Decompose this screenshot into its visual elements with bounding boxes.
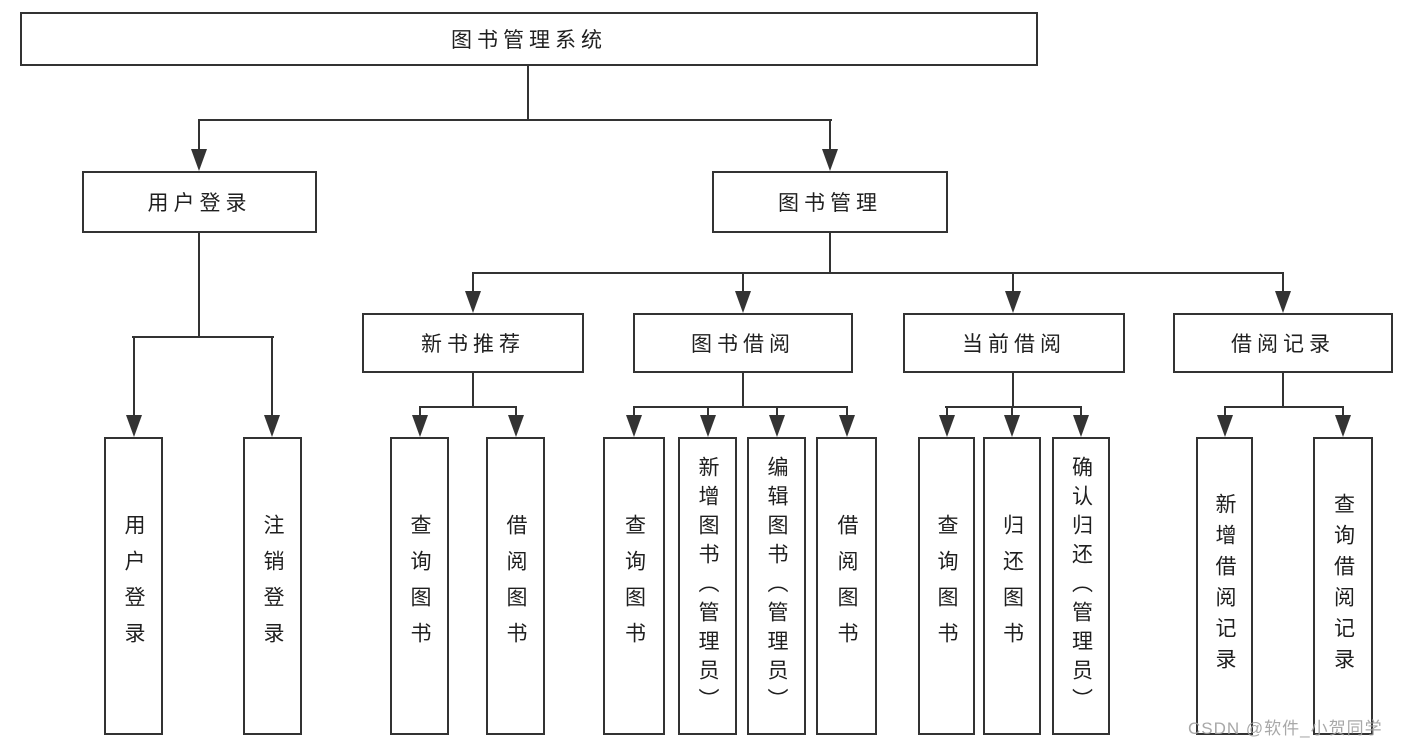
leaf-borrow-books-label: 借阅图书 <box>835 514 858 658</box>
connector-new-book-stub <box>472 373 474 407</box>
leaf-borrow-books-rec: 借阅图书 <box>486 437 545 735</box>
leaf-query-books-current-label: 查询图书 <box>935 514 958 658</box>
arrowhead-leaf <box>412 415 428 437</box>
node-user-login: 用户登录 <box>82 171 317 233</box>
arrowhead-new-book <box>465 291 481 313</box>
arrowhead-leaf <box>1217 415 1233 437</box>
arrowhead-leaf <box>508 415 524 437</box>
leaf-query-books-current: 查询图书 <box>918 437 975 735</box>
connector-user-login-drop <box>198 119 200 151</box>
leaf-query-books-label: 查询图书 <box>622 514 646 658</box>
arrowhead-leaf <box>626 415 642 437</box>
leaf-logout: 注销登录 <box>243 437 302 735</box>
leaf-logout-label: 注销登录 <box>261 514 284 658</box>
arrowhead-leaf <box>769 415 785 437</box>
connector-current-borrow-stub <box>1012 373 1014 407</box>
connector-leaf-logout-drop <box>271 336 273 417</box>
connector-leaf-drop <box>946 406 948 418</box>
connector-leaf-drop <box>1224 406 1226 418</box>
node-book-borrow-label: 图书借阅 <box>691 333 795 356</box>
connector-leaf-login-drop <box>133 336 135 417</box>
arrowhead-leaf <box>700 415 716 437</box>
arrowhead-user-login <box>191 149 207 171</box>
arrowhead-book-borrow <box>735 291 751 313</box>
leaf-confirm-return-admin-label: 确认归还（管理员） <box>1069 455 1093 717</box>
leaf-edit-books-admin-label: 编辑图书（管理员） <box>765 455 788 717</box>
connector-current-borrow-drop <box>1012 272 1014 293</box>
connector-book-borrow-drop <box>742 272 744 293</box>
node-user-login-label: 用户登录 <box>147 192 252 215</box>
connector-book-borrow-hline <box>633 406 848 408</box>
connector-new-book-hline <box>419 406 517 408</box>
leaf-user-login-label: 用户登录 <box>122 514 145 658</box>
leaf-borrow-books: 借阅图书 <box>816 437 877 735</box>
connector-level3-hline <box>472 272 1284 274</box>
connector-leaf-drop <box>1011 406 1013 418</box>
connector-user-login-stub <box>198 233 200 338</box>
arrowhead-book-mgmt <box>822 149 838 171</box>
arrowhead-leaf <box>939 415 955 437</box>
arrowhead-leaf-logout <box>264 415 280 437</box>
leaf-return-books: 归还图书 <box>983 437 1041 735</box>
leaf-add-books-admin: 新增图书（管理员） <box>678 437 737 735</box>
arrowhead-borrow-records <box>1275 291 1291 313</box>
arrowhead-leaf <box>1073 415 1089 437</box>
connector-leaf-drop <box>846 406 848 418</box>
leaf-add-borrow-record-label: 新增借阅记录 <box>1213 493 1236 679</box>
connector-level2-hline <box>198 119 832 121</box>
arrowhead-current-borrow <box>1005 291 1021 313</box>
node-book-mgmt-label: 图书管理 <box>778 192 882 215</box>
connector-leaf-drop <box>1342 406 1344 418</box>
connector-leaf-drop <box>707 406 709 418</box>
connector-current-borrow-hline <box>945 406 1082 408</box>
connector-leaf-drop <box>776 406 778 418</box>
node-borrow-records: 借阅记录 <box>1173 313 1393 373</box>
node-root-label: 图书管理系统 <box>451 29 607 52</box>
node-book-mgmt: 图书管理 <box>712 171 948 233</box>
leaf-add-borrow-record: 新增借阅记录 <box>1196 437 1253 735</box>
node-new-book-rec: 新书推荐 <box>362 313 584 373</box>
leaf-confirm-return-admin: 确认归还（管理员） <box>1052 437 1110 735</box>
connector-root-stub <box>527 66 529 120</box>
leaf-edit-books-admin: 编辑图书（管理员） <box>747 437 806 735</box>
connector-book-mgmt-stub <box>829 233 831 274</box>
connector-borrow-records-drop <box>1282 272 1284 293</box>
connector-leaf-drop <box>633 406 635 418</box>
leaf-return-books-label: 归还图书 <box>1000 514 1024 658</box>
connector-book-mgmt-drop <box>829 119 831 151</box>
arrowhead-leaf <box>839 415 855 437</box>
leaf-query-borrow-record: 查询借阅记录 <box>1313 437 1373 735</box>
leaf-query-books-rec-label: 查询图书 <box>408 514 431 658</box>
leaf-query-books: 查询图书 <box>603 437 665 735</box>
leaf-add-books-admin-label: 新增图书（管理员） <box>696 455 719 717</box>
connector-leaf-drop <box>419 406 421 418</box>
arrowhead-leaf <box>1004 415 1020 437</box>
node-root: 图书管理系统 <box>20 12 1038 66</box>
leaf-user-login: 用户登录 <box>104 437 163 735</box>
node-book-borrow: 图书借阅 <box>633 313 853 373</box>
csdn-watermark: CSDN @软件_小贺同学 <box>1188 719 1383 738</box>
leaf-query-books-rec: 查询图书 <box>390 437 449 735</box>
node-current-borrow-label: 当前借阅 <box>962 333 1066 356</box>
leaf-query-borrow-record-label: 查询借阅记录 <box>1331 493 1355 679</box>
node-current-borrow: 当前借阅 <box>903 313 1125 373</box>
arrowhead-leaf <box>1335 415 1351 437</box>
connector-book-borrow-stub <box>742 373 744 407</box>
node-borrow-records-label: 借阅记录 <box>1231 333 1335 356</box>
connector-borrow-records-hline <box>1224 406 1344 408</box>
node-new-book-rec-label: 新书推荐 <box>421 333 525 356</box>
arrowhead-leaf-login <box>126 415 142 437</box>
connector-user-login-hline <box>132 336 274 338</box>
connector-new-book-drop <box>472 272 474 293</box>
connector-leaf-drop <box>515 406 517 418</box>
leaf-borrow-books-rec-label: 借阅图书 <box>504 514 527 658</box>
connector-borrow-records-stub <box>1282 373 1284 407</box>
connector-leaf-drop <box>1080 406 1082 418</box>
